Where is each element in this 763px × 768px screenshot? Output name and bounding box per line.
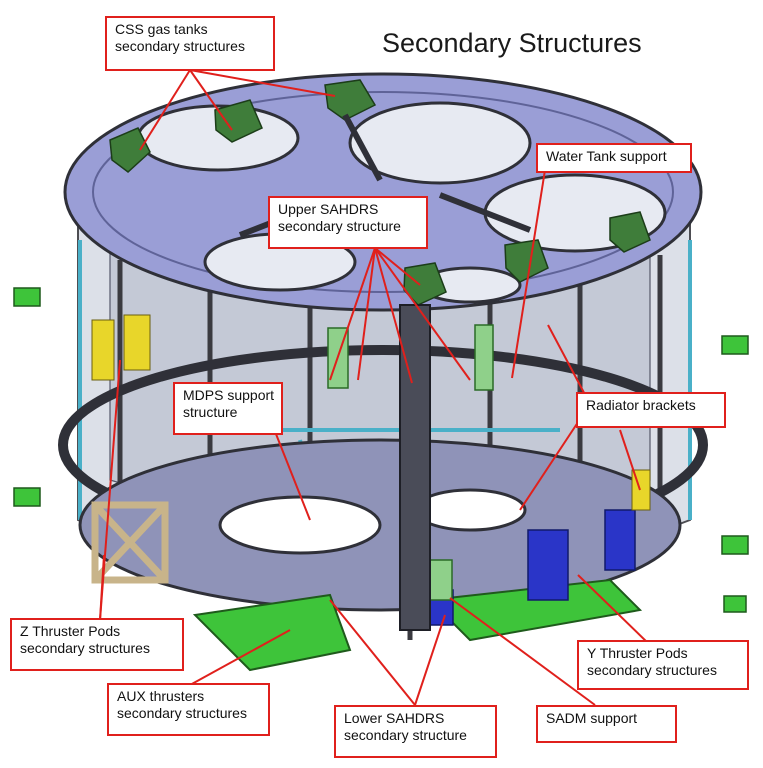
css-bracket-group (109, 79, 651, 306)
callout-line: AUX thrusters (117, 688, 205, 704)
callout-line: Radiator brackets (586, 397, 696, 413)
lower-deck-opening-2 (413, 488, 527, 532)
lower-deck-opening (218, 495, 382, 555)
callout-line: structure (183, 404, 238, 420)
callout-line: SADM support (546, 710, 638, 726)
callout-y-thruster-pods: Y Thruster Pods secondary structures (577, 640, 749, 690)
callout-line: Lower SAHDRS (344, 710, 445, 726)
callout-mdps-support: MDPS support structure (173, 382, 283, 435)
callout-z-thruster-pods: Z Thruster Pods secondary structures (10, 618, 184, 671)
callout-line: CSS gas tanks (115, 21, 208, 37)
callout-radiator-brackets: Radiator brackets (576, 392, 726, 428)
callout-line: secondary structure (344, 727, 467, 743)
callout-water-tank-support: Water Tank support (536, 143, 692, 173)
callout-line: Z Thruster Pods (20, 623, 121, 639)
callout-sadm-support: SADM support (536, 705, 677, 743)
callout-line: Y Thruster Pods (587, 645, 688, 661)
yellow-bracket-left-2 (123, 314, 151, 371)
callout-css-gas-tanks: CSS gas tanks secondary structures (105, 16, 275, 71)
callout-line: secondary structures (115, 38, 245, 54)
callout-line: Upper SAHDRS (278, 201, 379, 217)
yellow-bracket-left (91, 319, 115, 381)
z-thruster-frame (91, 501, 169, 584)
sadm-blue-block-2 (604, 509, 636, 571)
callout-upper-sahdrs: Upper SAHDRS secondary structure (268, 196, 428, 249)
leader-lines (99, 69, 651, 706)
callout-aux-thrusters: AUX thrusters secondary structures (107, 683, 270, 736)
top-ring-inner-edge (92, 91, 674, 293)
page-title: Secondary Structures (382, 28, 642, 58)
callout-line: MDPS support (183, 387, 275, 403)
callout-line: secondary structures (587, 662, 717, 678)
side-thruster-blocks (13, 287, 749, 613)
callout-lower-sahdrs: Lower SAHDRS secondary structure (334, 705, 497, 758)
callout-line: Water Tank support (546, 148, 667, 164)
callout-line: secondary structures (117, 705, 247, 721)
callout-line: secondary structure (278, 218, 401, 234)
aux-platform (192, 593, 352, 672)
sadm-blue-block (527, 529, 569, 601)
callout-line: secondary structures (20, 640, 150, 656)
